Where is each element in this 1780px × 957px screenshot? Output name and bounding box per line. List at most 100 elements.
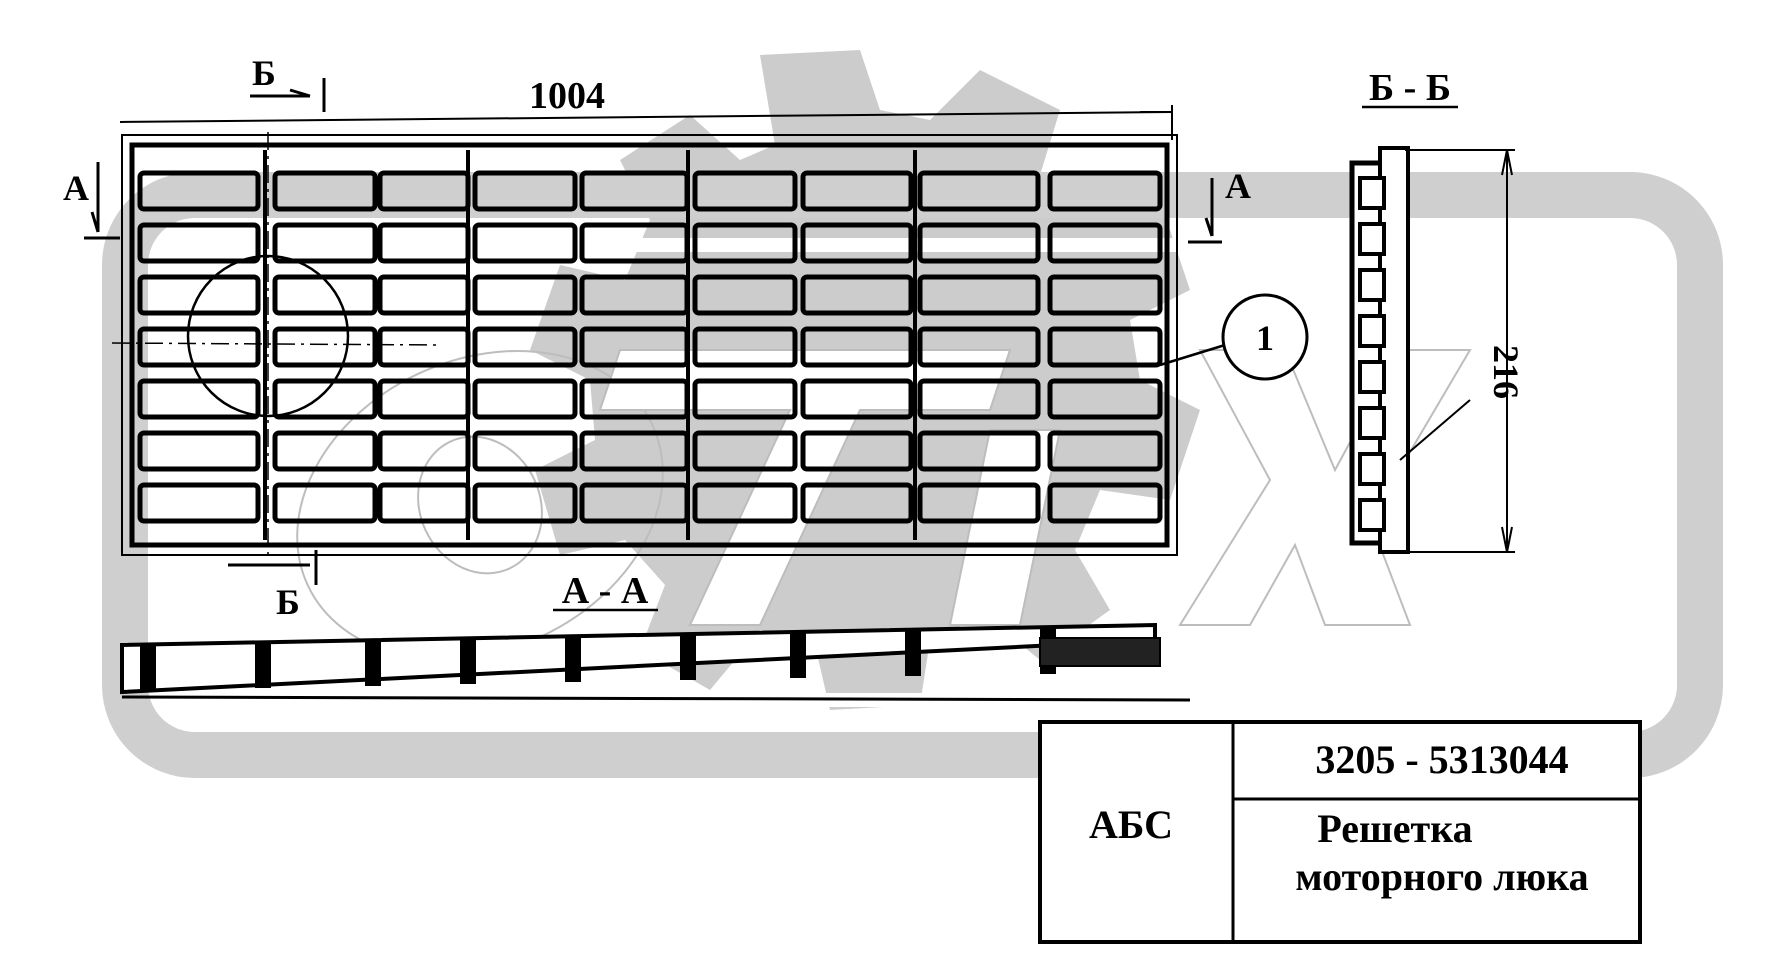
title-block-name-line1: Решетка [1317, 806, 1472, 851]
grille-slot [377, 430, 471, 472]
grille-slot [272, 378, 378, 420]
grille-slot [692, 326, 798, 368]
grille-slot [692, 482, 798, 524]
profile-bb-slot [1358, 314, 1386, 348]
grille-slot [917, 170, 1041, 212]
watermark-letter-x [1178, 349, 1472, 626]
profile-bb-slot [1358, 498, 1386, 532]
dimension-length-label: 1004 [529, 75, 605, 117]
grille-slot [917, 274, 1041, 316]
grille-slot [272, 170, 378, 212]
profile-bb-slot [1358, 452, 1386, 486]
profile-aa-base-line [121, 695, 1191, 702]
grille-slot [800, 222, 914, 264]
grille-slot [800, 430, 914, 472]
grille-slot [917, 222, 1041, 264]
title-block-frame [1038, 720, 1642, 944]
grille-slot [472, 482, 578, 524]
grille-slot [692, 430, 798, 472]
grille-slot [272, 326, 378, 368]
callout-leader [1159, 343, 1226, 367]
grille-slot [800, 482, 914, 524]
grille-slot [800, 326, 914, 368]
grille-slot [800, 170, 914, 212]
center-line-h [111, 342, 441, 346]
grille-slot [272, 482, 378, 524]
grille-outer-frame [129, 142, 1170, 548]
profile-aa-stud [460, 639, 476, 684]
grille-slot [917, 430, 1041, 472]
profile-bb-slot [1358, 360, 1386, 394]
grille-slot [1047, 274, 1163, 316]
profile-aa-stud [790, 633, 806, 678]
grille-slot [377, 482, 471, 524]
section-title-bb: Б - Б [1369, 67, 1451, 109]
grille-slot [137, 326, 261, 368]
grille-slot [800, 378, 914, 420]
grille-slot [472, 222, 578, 264]
grille-slot [472, 326, 578, 368]
grille-slot [137, 222, 261, 264]
profile-aa-body [120, 622, 1157, 695]
section-marker-a-left [84, 162, 120, 240]
grille-slot [1047, 326, 1163, 368]
section-label-a-right: А [1225, 166, 1251, 206]
section-label-a-left: А [63, 168, 89, 208]
profile-bb-slot [1358, 268, 1386, 302]
profile-aa-end-flange [1039, 637, 1161, 667]
grille-slot [472, 378, 578, 420]
title-block-code: АБС [1089, 802, 1173, 847]
profile-bb-slot [1358, 176, 1386, 210]
grille-slot [272, 274, 378, 316]
section-aa-profile [120, 622, 1191, 702]
grille-slot [917, 378, 1041, 420]
grille-slot [137, 170, 261, 212]
grille-outline [121, 134, 1178, 556]
grille-slot [472, 274, 578, 316]
profile-aa-stud [365, 641, 381, 686]
grille-slot [692, 170, 798, 212]
profile-bb-slot [1358, 406, 1386, 440]
grille-slot [800, 274, 914, 316]
grille-slot [1047, 170, 1163, 212]
watermark-letter-o-inner [417, 435, 543, 575]
grille-slot [692, 378, 798, 420]
grille-slot [917, 326, 1041, 368]
grille-slot [272, 430, 378, 472]
grille-slot [692, 274, 798, 316]
section-title-aa: А - А [562, 570, 649, 612]
watermark-letter-l [948, 429, 1062, 626]
section-marker-b-top [250, 78, 326, 112]
profile-bb-slot [1358, 222, 1386, 256]
dimension-height-label: 216 [1486, 345, 1526, 399]
profile-aa-stud [680, 635, 696, 680]
grille-slot [137, 430, 261, 472]
profile-aa-stud [255, 643, 271, 688]
section-marker-a-right [1188, 178, 1222, 244]
grille-slot [1047, 378, 1163, 420]
profile-aa-stud [140, 645, 156, 690]
section-bb-profile [1349, 146, 1410, 554]
grille-slot [472, 170, 578, 212]
grille-slot [692, 222, 798, 264]
grille-slot [917, 482, 1041, 524]
grille-slot [1047, 482, 1163, 524]
section-label-b-bottom: Б [276, 582, 300, 622]
grille-slot [137, 378, 261, 420]
title-block [1038, 720, 1642, 944]
grille-plan-view [121, 134, 1178, 556]
grille-slot [1047, 430, 1163, 472]
grille-slot [137, 482, 261, 524]
title-block-part-number: 3205 - 5313044 [1315, 737, 1568, 782]
height-dimension [1399, 149, 1515, 553]
title-block-name-line2: моторного люка [1295, 854, 1588, 899]
callout-label: 1 [1256, 318, 1274, 358]
grille-slot [472, 430, 578, 472]
grille-slot [1047, 222, 1163, 264]
callout-circle [1221, 293, 1309, 381]
grille-slot [137, 274, 261, 316]
grille-slot [272, 222, 378, 264]
grille-slot [377, 274, 471, 316]
